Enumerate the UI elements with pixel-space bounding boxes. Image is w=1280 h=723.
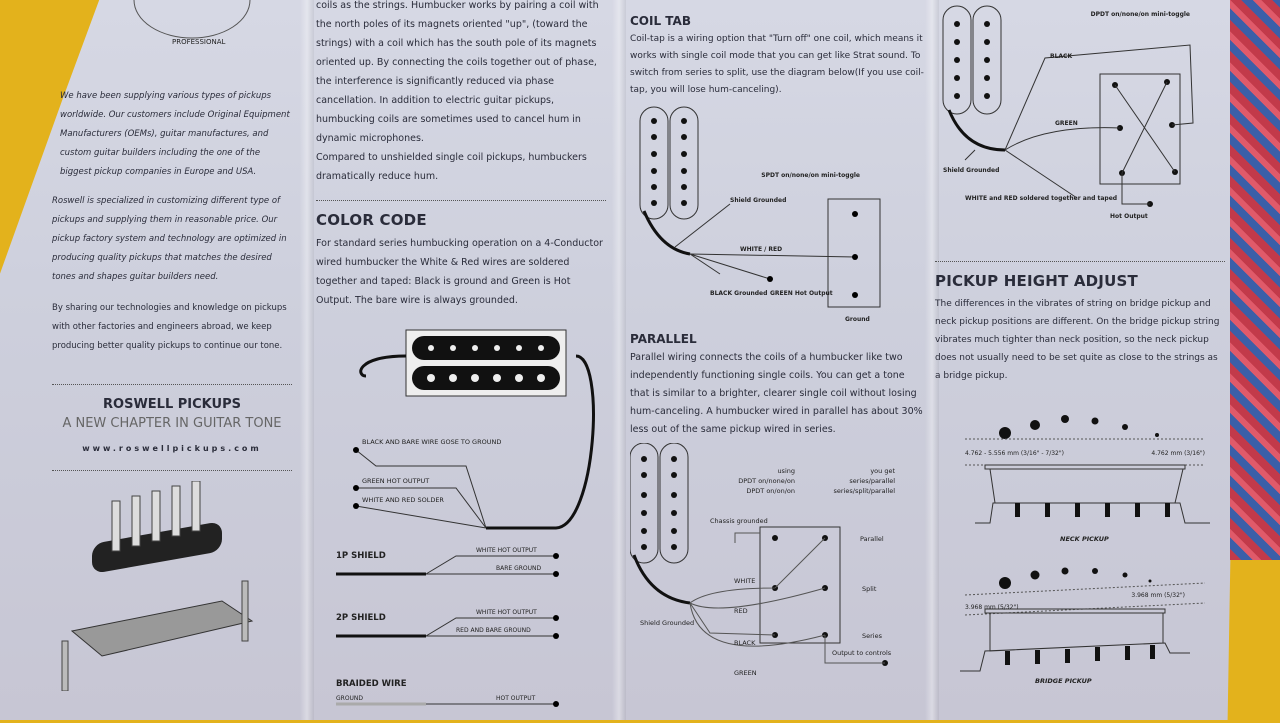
svg-text:BARE GROUND: BARE GROUND [496, 565, 542, 572]
intro-paragraph: We have been supplying various types of … [60, 91, 290, 177]
svg-text:DPDT on/none/on mini-toggle: DPDT on/none/on mini-toggle [1091, 11, 1190, 18]
humbucker-text: Compared to unshielded single coil picku… [316, 152, 587, 182]
svg-text:GREEN HOT OUTPUT: GREEN HOT OUTPUT [362, 477, 429, 485]
color-code-text: For standard series humbucking operation… [316, 238, 603, 306]
intro-paragraph: Roswell is specialized in customizing di… [52, 196, 287, 282]
height-column: DPDT on/none/on mini-toggle BLACK GREEN … [935, 0, 1225, 710]
parallel-text: Parallel wiring connects the coils of a … [630, 352, 923, 435]
svg-text:WHITE / RED: WHITE / RED [740, 246, 782, 253]
svg-text:RED AND BARE GROUND: RED AND BARE GROUND [456, 627, 531, 634]
fold [612, 0, 626, 720]
section-title: PICKUP HEIGHT ADJUST [935, 272, 1138, 290]
svg-text:DPDT on/none/on: DPDT on/none/on [738, 477, 795, 485]
svg-text:Parallel: Parallel [860, 535, 884, 543]
svg-text:HOT OUTPUT: HOT OUTPUT [496, 695, 536, 702]
svg-text:NECK PICKUP: NECK PICKUP [1060, 535, 1109, 543]
svg-text:Ground: Ground [845, 316, 870, 323]
svg-text:BLACK AND BARE WIRE GOSE TO GR: BLACK AND BARE WIRE GOSE TO GROUND [362, 438, 501, 446]
height-diagram: 4.762 - 5.556 mm (3/16" - 7/32") 4.762 mm… [960, 415, 1210, 685]
svg-text:4.762 mm (3/16"): 4.762 mm (3/16") [1151, 450, 1205, 457]
svg-text:WHITE and RED soldered togethe: WHITE and RED soldered together and tape… [965, 195, 1117, 202]
brand-name: ROSWELL PICKUPS [103, 397, 241, 412]
background-fabric [1230, 0, 1280, 560]
humbucker-text: coils as the strings. Humbucker works by… [316, 0, 599, 144]
intro-column: PROFESSIONAL We have been supplying vari… [52, 0, 292, 698]
svg-text:BLACK: BLACK [734, 639, 756, 647]
color-code-column: coils as the strings. Humbucker works by… [316, 0, 606, 723]
svg-text:GREEN Hot Output: GREEN Hot Output [770, 290, 833, 297]
svg-text:3.968 mm (5/32"): 3.968 mm (5/32") [1131, 592, 1185, 599]
coil-tap-column: COIL TAB Coil-tap is a wiring option tha… [629, 12, 925, 690]
svg-text:using: using [777, 467, 795, 475]
tagline: A NEW CHAPTER IN GUITAR TONE [62, 416, 282, 431]
height-text: The differences in the vibrates of strin… [935, 299, 1220, 381]
svg-text:GROUND: GROUND [336, 695, 363, 702]
section-title: COIL TAB [630, 14, 691, 28]
svg-text:Shield Grounded: Shield Grounded [943, 167, 999, 174]
svg-text:WHITE AND RED SOLDER: WHITE AND RED SOLDER [362, 496, 444, 504]
fold [300, 0, 314, 720]
svg-text:BRAIDED WIRE: BRAIDED WIRE [336, 679, 407, 689]
section-title: COLOR CODE [316, 211, 427, 229]
pickup-exploded-illustration [61, 480, 254, 692]
svg-text:Output to controls: Output to controls [832, 649, 892, 657]
svg-text:GREEN: GREEN [734, 669, 757, 677]
svg-text:SPDT on/none/on mini-toggle: SPDT on/none/on mini-toggle [761, 172, 860, 179]
svg-text:BLACK: BLACK [1050, 53, 1072, 60]
roswell-logo: PROFESSIONAL [133, 0, 251, 46]
svg-text:Chassis grounded: Chassis grounded [710, 517, 768, 525]
svg-text:series/split/parallel: series/split/parallel [834, 487, 896, 495]
svg-text:Series: Series [862, 632, 883, 640]
coil-tap-diagram: SPDT on/none/on mini-toggle Shield Groun… [639, 106, 881, 323]
svg-text:Hot Output: Hot Output [1110, 213, 1148, 220]
website-url: www.roswellpickups.com [82, 444, 262, 453]
svg-text:3.968 mm (5/32"): 3.968 mm (5/32") [965, 604, 1019, 611]
svg-text:BLACK Grounded: BLACK Grounded [710, 290, 767, 297]
svg-text:RED: RED [734, 607, 748, 615]
svg-text:PROFESSIONAL: PROFESSIONAL [172, 38, 226, 46]
color-code-diagram: BLACK AND BARE WIRE GOSE TO GROUND GREEN… [336, 329, 595, 707]
svg-text:2P SHIELD: 2P SHIELD [336, 613, 386, 623]
svg-text:DPDT on/on/on: DPDT on/on/on [746, 487, 795, 495]
svg-text:WHITE HOT OUTPUT: WHITE HOT OUTPUT [476, 609, 537, 616]
svg-text:GREEN: GREEN [1055, 120, 1078, 127]
dpdt-diagram: DPDT on/none/on mini-toggle BLACK GREEN … [942, 5, 1194, 220]
svg-text:Shield Grounded: Shield Grounded [730, 197, 786, 204]
svg-text:WHITE: WHITE [734, 577, 755, 585]
svg-text:Split: Split [862, 585, 877, 593]
leaflet [0, 0, 1240, 720]
section-title: PARALLEL [630, 332, 697, 346]
fold [925, 0, 939, 720]
intro-paragraph: By sharing our technologies and knowledg… [52, 303, 287, 351]
svg-text:4.762 - 5.556 mm (3/16" - 7/32: 4.762 - 5.556 mm (3/16" - 7/32") [965, 450, 1064, 457]
svg-text:Shield Grounded: Shield Grounded [640, 619, 694, 627]
svg-text:series/parallel: series/parallel [849, 477, 895, 485]
svg-text:you get: you get [870, 467, 895, 475]
svg-text:1P SHIELD: 1P SHIELD [336, 551, 386, 561]
coil-tap-text: Coil-tap is a wiring option that "Turn o… [630, 34, 924, 95]
svg-text:WHITE HOT OUTPUT: WHITE HOT OUTPUT [476, 547, 537, 554]
svg-text:BRIDGE PICKUP: BRIDGE PICKUP [1035, 677, 1092, 685]
